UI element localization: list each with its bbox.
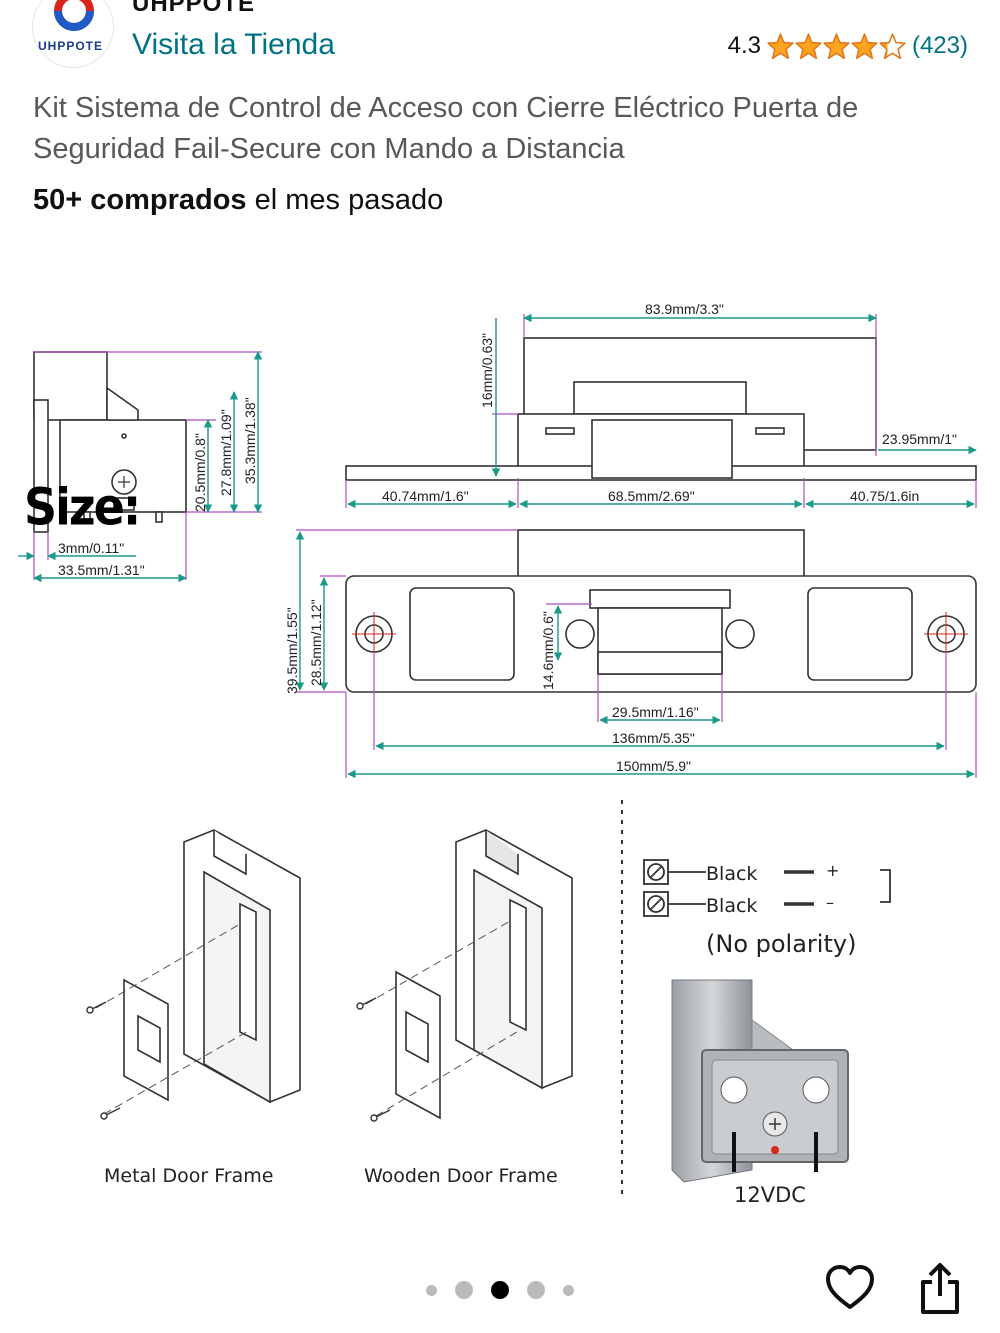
dim-plate-h1: 39.5mm/1.55" xyxy=(284,607,300,694)
heart-icon xyxy=(826,1265,874,1309)
star-icon xyxy=(767,32,794,59)
product-title: Kit Sistema de Control de Acceso con Cie… xyxy=(33,92,859,165)
wooden-frame-guides xyxy=(365,919,521,1117)
side-view-dim-lines xyxy=(18,351,263,583)
top-view-extension-lines xyxy=(345,314,977,508)
carousel-dot[interactable] xyxy=(491,1281,509,1299)
purchase-count-bold: 50+ comprados xyxy=(33,184,247,216)
product-image[interactable]: 20.5mm/0.8" 27.8mm/1.09" 35.3mm/1.38" 3m… xyxy=(0,235,1000,1235)
dim-left-plate: 40.74mm/1.6" xyxy=(382,488,469,504)
carousel-dot[interactable] xyxy=(527,1281,545,1299)
star-icon xyxy=(823,32,850,59)
brand-name[interactable]: UHPPOTE xyxy=(132,0,256,17)
dim-hole-span: 136mm/5.35" xyxy=(612,730,695,746)
visit-store-link[interactable]: Visita la Tienda xyxy=(132,28,335,61)
image-carousel-indicator[interactable] xyxy=(0,1272,1000,1308)
dim-side-depth: 33.5mm/1.31" xyxy=(58,562,145,578)
purchase-count: 50+ comprados el mes pasado xyxy=(33,184,443,217)
side-view-drawing xyxy=(33,351,187,533)
front-view-extension-lines xyxy=(296,529,977,778)
top-view-drawing xyxy=(345,337,977,481)
wire-2-label: Black xyxy=(706,895,757,917)
dim-total-w: 150mm/5.9" xyxy=(616,758,691,774)
star-icon xyxy=(879,32,906,59)
dim-right-plate: 40.75/1.6in xyxy=(850,488,919,504)
brand-logo-icon xyxy=(54,0,94,31)
wiring-terminals xyxy=(643,859,891,917)
metal-frame-guides xyxy=(95,923,251,1115)
voltage-label: 12VDC xyxy=(734,1183,806,1207)
rating-value: 4.3 xyxy=(727,32,761,59)
store-header: UHPPOTE UHPPOTE Visita la Tienda 4.3 (42… xyxy=(0,0,1000,80)
dim-depth: 16mm/0.63" xyxy=(479,333,495,408)
top-view-dim-lines xyxy=(347,313,977,509)
brand-logo-text: UHPPOTE xyxy=(38,39,104,53)
rating-stars xyxy=(767,32,906,60)
caption-wooden-frame: Wooden Door Frame xyxy=(364,1165,558,1187)
lock-photo xyxy=(671,979,849,1183)
size-heading: Size: xyxy=(24,477,141,537)
metal-frame-screws xyxy=(86,1001,121,1120)
wooden-frame-screws xyxy=(356,997,391,1122)
rating-summary[interactable]: 4.3 (423) xyxy=(728,32,968,60)
dim-h2: 27.8mm/1.09" xyxy=(218,409,234,496)
wire-1-label: Black xyxy=(706,863,757,885)
purchase-count-rest: el mes pasado xyxy=(246,184,444,216)
size-diagram: 20.5mm/0.8" 27.8mm/1.09" 35.3mm/1.38" 3m… xyxy=(18,301,977,1207)
share-icon xyxy=(921,1263,959,1314)
metal-frame-drawing xyxy=(123,829,301,1104)
front-view-drawing xyxy=(345,529,977,693)
wooden-frame-drawing xyxy=(395,829,573,1120)
dim-right-side: 23.95mm/1" xyxy=(882,431,957,447)
dim-plate-h2: 28.5mm/1.12" xyxy=(308,599,324,686)
polarity-label: (No polarity) xyxy=(706,930,856,958)
star-icon xyxy=(851,32,878,59)
side-view-extension-lines xyxy=(33,351,262,580)
front-view-dim-lines xyxy=(295,531,975,779)
dim-latch-h: 14.6mm/0.6" xyxy=(540,611,556,690)
brand-logo[interactable]: UHPPOTE xyxy=(32,0,114,68)
front-view-hole-centers xyxy=(352,612,968,656)
dim-latch-w: 29.5mm/1.16" xyxy=(612,704,699,720)
dim-h1: 20.5mm/0.8" xyxy=(192,433,208,512)
wire-minus-label: – xyxy=(826,893,834,912)
dim-top-width: 83.9mm/3.3" xyxy=(645,301,724,317)
carousel-dot[interactable] xyxy=(563,1284,574,1296)
caption-metal-frame: Metal Door Frame xyxy=(104,1165,273,1187)
carousel-dot[interactable] xyxy=(426,1284,437,1296)
review-count[interactable]: (423) xyxy=(911,32,968,59)
wishlist-button[interactable] xyxy=(824,1262,876,1314)
dim-thickness: 3mm/0.11" xyxy=(58,540,124,556)
dim-h3: 35.3mm/1.38" xyxy=(242,397,258,484)
wire-plus-label: + xyxy=(826,861,839,880)
star-icon xyxy=(795,32,822,59)
dim-body-width: 68.5mm/2.69" xyxy=(608,488,695,504)
share-button[interactable] xyxy=(915,1262,965,1316)
carousel-dot[interactable] xyxy=(455,1281,473,1299)
